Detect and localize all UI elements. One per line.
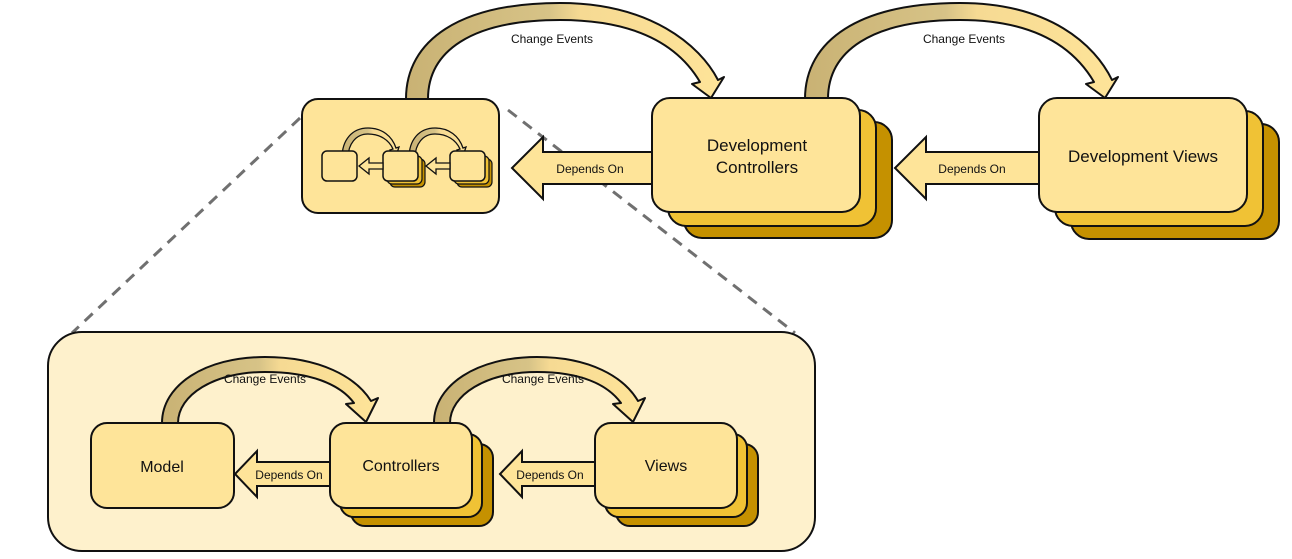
depends-on-arrow-top-1: [510, 134, 653, 202]
zoom-line-left: [70, 116, 302, 335]
development-controllers-label-line2: Controllers: [716, 158, 798, 177]
mini-mvc-box[interactable]: [301, 98, 500, 214]
zoom-line-right: [507, 108, 796, 335]
controllers-box[interactable]: Controllers: [329, 422, 494, 527]
depends-on-arrow-bottom-1: [233, 448, 331, 500]
change-events-arrow-top-2: [804, 2, 1119, 100]
change-events-label-top-2: Change Events: [923, 32, 1005, 46]
change-events-arrow-bottom-2: [433, 356, 646, 424]
change-events-arrow-bottom-1: [161, 356, 379, 424]
development-controllers-box[interactable]: Development Controllers: [651, 97, 893, 239]
development-controllers-label-line1: Development: [707, 136, 807, 155]
views-label: Views: [645, 458, 687, 475]
views-box[interactable]: Views: [594, 422, 759, 527]
development-views-box[interactable]: Development Views: [1038, 97, 1280, 240]
controllers-label: Controllers: [362, 458, 439, 475]
depends-on-label-bottom-2: Depends On: [516, 468, 583, 482]
depends-on-label-top-2: Depends On: [938, 162, 1005, 176]
depends-on-label-bottom-1: Depends On: [255, 468, 322, 482]
depends-on-label-top-1: Depends On: [556, 162, 623, 176]
model-box[interactable]: Model: [90, 422, 235, 509]
depends-on-arrow-bottom-2: [498, 448, 596, 500]
change-events-arrow-top-1: [405, 2, 725, 100]
change-events-label-bottom-2: Change Events: [502, 372, 584, 386]
model-label: Model: [140, 459, 184, 476]
change-events-label-bottom-1: Change Events: [224, 372, 306, 386]
depends-on-arrow-top-2: [893, 134, 1040, 202]
change-events-label-top-1: Change Events: [511, 32, 593, 46]
development-views-label: Development Views: [1068, 147, 1218, 166]
